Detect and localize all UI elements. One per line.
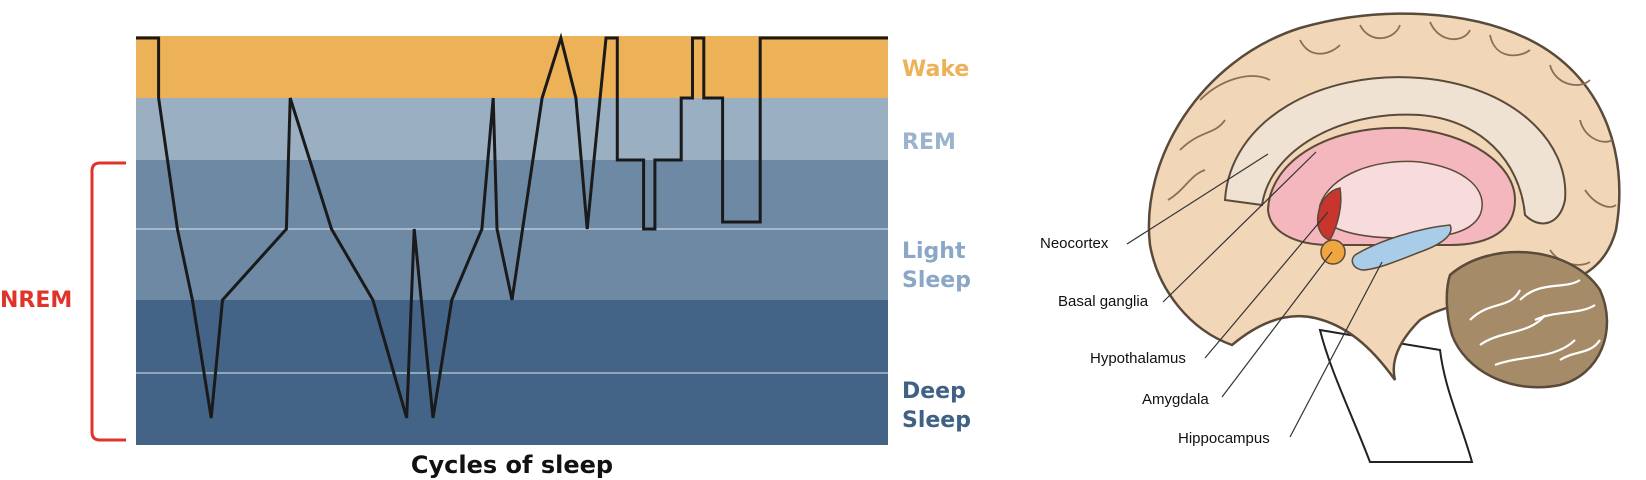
leader-lines [1126,151,1383,438]
amygdala [1320,239,1346,265]
hippocampus [1351,224,1452,271]
corpus-callosum [1223,76,1567,225]
wake-band [136,36,888,98]
light-sleep-label: Light Sleep [902,239,973,293]
chart-caption: Cycles of sleep [411,451,613,479]
basal-ganglia-label: Basal ganglia [1058,293,1149,310]
sleep-stage-trace [136,32,888,419]
rem-band [136,98,888,160]
brainstem [1318,328,1474,463]
cerebellum-folia [1469,279,1601,367]
cerebellum [1445,250,1609,389]
wake-label: Wake [902,57,969,82]
light-sleep-band [136,160,888,300]
nrem-bracket [90,161,126,442]
amygdala-label: Amygdala [1142,391,1209,408]
hypothalamus [1316,187,1342,241]
nrem-label: NREM [0,288,72,313]
hypnogram: Wake REM Light Sleep Deep Sleep NREM Cyc… [0,32,974,479]
thalamus [1318,160,1483,239]
hypothalamus-label: Hypothalamus [1090,350,1186,367]
rem-label: REM [902,130,956,155]
deep-sleep-label: Deep Sleep [902,379,974,433]
brain-illustration: Neocortex Basal ganglia Hypothalamus Amy… [1040,12,1621,463]
hippocampus-label: Hippocampus [1178,430,1270,447]
neocortex-label: Neocortex [1040,235,1109,252]
